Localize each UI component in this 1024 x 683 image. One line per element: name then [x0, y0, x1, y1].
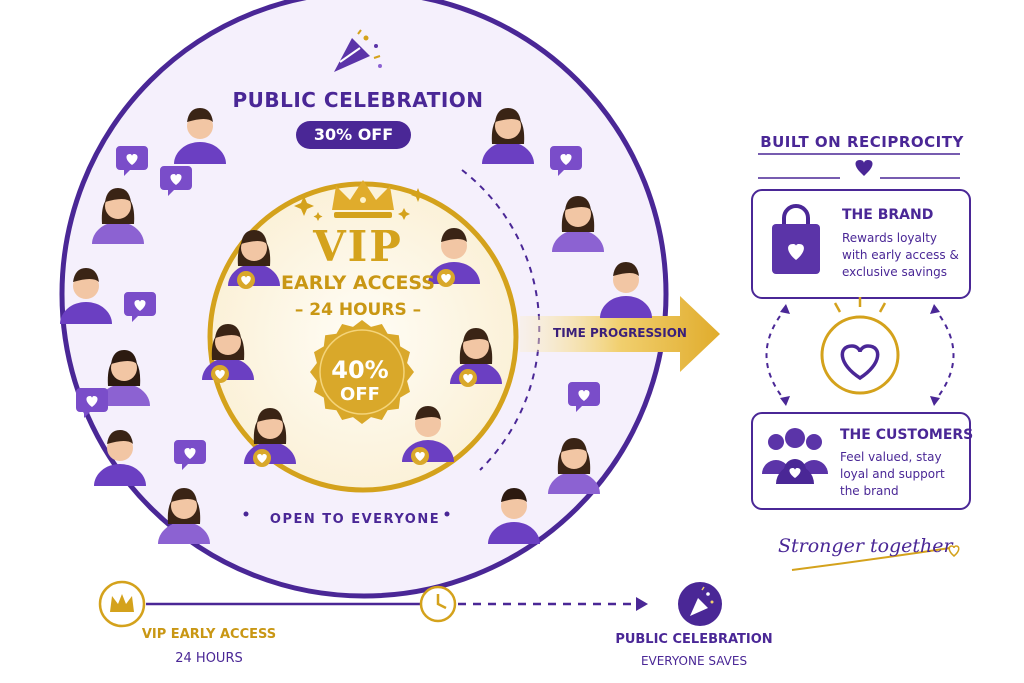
reciprocity-title: BUILT ON RECIPROCITY: [760, 133, 964, 151]
arrowhead: [930, 304, 940, 314]
heart-icon: [211, 365, 229, 383]
heart-icon: [459, 369, 477, 387]
crown-icon: [332, 180, 394, 218]
heart-bubble-icon: [116, 146, 148, 176]
person-avatar: [98, 350, 150, 406]
party-popper-icon: [678, 582, 722, 626]
vip-title: VIP: [313, 222, 403, 271]
party-popper-icon: [334, 29, 382, 72]
timeline-end-label: PUBLIC CELEBRATION: [615, 632, 773, 647]
heart-icon: [411, 447, 429, 465]
vip-badge-off: OFF: [340, 384, 380, 405]
heart-icon: [855, 160, 873, 176]
heart-bubble-icon: [550, 146, 582, 176]
tagline: Stronger together: [778, 535, 953, 557]
heart-bubble-icon: [174, 440, 206, 470]
person-avatar: [92, 188, 144, 244]
heart-bubble-icon: [76, 388, 108, 418]
timeline-start-sub: 24 HOURS: [175, 651, 243, 666]
timeline-start-label: VIP EARLY ACCESS: [141, 627, 277, 642]
person-avatar: [60, 268, 112, 324]
heart-icon: [253, 449, 271, 467]
person-avatar: [94, 430, 146, 486]
timeline-arrowhead: [636, 597, 648, 611]
brand-heading: THE BRAND: [842, 207, 934, 223]
person-avatar: [158, 488, 210, 544]
arrowhead: [780, 304, 790, 314]
open-to-everyone-label: OPEN TO EVERYONE: [269, 512, 441, 527]
public-discount-pill: 30% OFF: [296, 121, 411, 149]
person-avatar: [228, 230, 280, 286]
heart-icon: [437, 269, 455, 287]
heart-bubble-icon: [568, 382, 600, 412]
reciprocity-heart-icon: [820, 297, 900, 395]
arrowhead: [930, 396, 940, 406]
shopping-bag-icon: [772, 204, 820, 274]
customers-body: Feel valued, stay loyal and support the …: [840, 450, 945, 498]
badge-ring: [319, 329, 405, 415]
discount-badge: [310, 320, 414, 424]
people-group-icon: [762, 428, 828, 484]
customers-card: [751, 412, 971, 510]
arrowhead: [780, 396, 790, 406]
clock-icon: [419, 585, 457, 623]
person-avatar: [488, 488, 540, 544]
person-avatar: [552, 196, 604, 252]
person-avatar: [482, 108, 534, 164]
crown-icon: [98, 580, 146, 628]
vip-subtitle: EARLY ACCESS: [281, 272, 435, 294]
heart-bubble-icon: [160, 166, 192, 196]
heart-icon: [237, 271, 255, 289]
vip-duration: – 24 HOURS –: [294, 300, 422, 320]
person-avatar: [548, 438, 600, 494]
heart-bubble-icon: [124, 292, 156, 322]
sparkle-icon: [294, 188, 425, 221]
heart-icon: [948, 545, 960, 557]
brand-body: Rewards loyalty with early access & excl…: [842, 231, 959, 279]
tagline-underline: [791, 547, 951, 571]
vip-badge-percent: 40%: [331, 356, 389, 384]
dot: [243, 511, 249, 517]
person-avatar: [174, 108, 226, 164]
public-celebration-title: PUBLIC CELEBRATION: [232, 88, 484, 112]
timeline-end-sub: EVERYONE SAVES: [640, 654, 748, 668]
reciprocity-arrow-right: [933, 307, 955, 403]
time-arc: [461, 169, 541, 471]
time-progression-arrow: [520, 296, 720, 372]
heart-bubbles: [76, 146, 600, 470]
customers-heading: THE CUSTOMERS: [840, 427, 974, 443]
reciprocity-arrow-left: [765, 307, 787, 403]
people-group: [60, 108, 652, 544]
time-progression-label: TIME PROGRESSION: [553, 326, 687, 340]
dot: [444, 511, 450, 517]
badge-scallop: [310, 320, 414, 424]
person-avatar: [600, 262, 652, 318]
